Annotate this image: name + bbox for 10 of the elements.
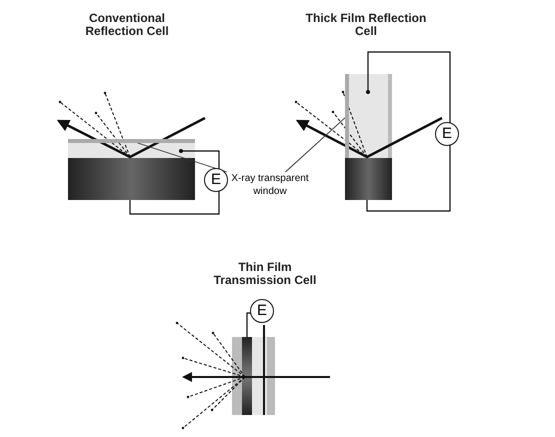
cell-title: Conventional Reflection Cell — [84, 12, 170, 38]
cell-title: Thick Film Reflection Cell — [304, 12, 428, 38]
window-layer — [345, 74, 349, 158]
voltage-source-symbol: E — [250, 299, 274, 323]
window-layer — [68, 139, 195, 143]
leader-line — [284, 117, 346, 172]
voltage-source-symbol: E — [204, 168, 228, 192]
leader-line — [137, 142, 228, 172]
cell-title: Thin Film Transmission Cell — [212, 261, 318, 287]
voltage-source-symbol: E — [435, 122, 459, 146]
